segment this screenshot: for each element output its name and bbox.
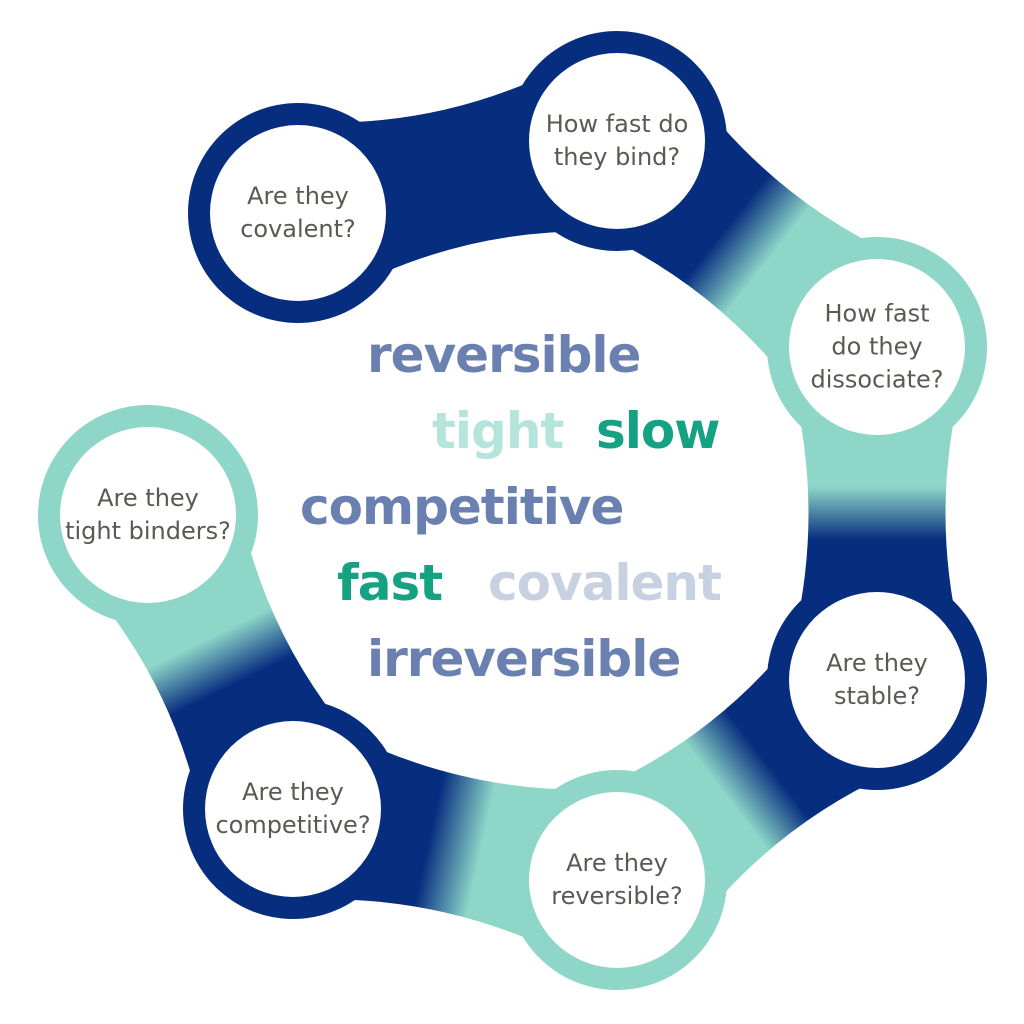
ring-reversible	[507, 770, 727, 990]
node-label-line: Are they	[566, 849, 668, 877]
word-covalent: covalent	[488, 554, 722, 612]
node-label-line: reversible?	[551, 882, 683, 910]
node-label-line: they bind?	[553, 143, 681, 171]
node-label-dissociate: How fast do they dissociate?	[777, 298, 977, 397]
word-tight: tight	[432, 402, 564, 460]
node-label-line: How fast do	[545, 110, 689, 138]
node-label-line: Are they	[242, 778, 344, 806]
node-label-competitive: Are they competitive?	[193, 776, 393, 842]
word-competitive: competitive	[300, 478, 624, 536]
ring-stable	[767, 570, 987, 790]
node-label-line: Are they	[826, 649, 928, 677]
word-fast: fast	[337, 554, 443, 612]
word-reversible: reversible	[367, 326, 641, 384]
node-label-line: dissociate?	[810, 365, 944, 394]
node-label-line: covalent?	[240, 215, 356, 243]
word-irreversible: irreversible	[367, 630, 681, 688]
ring-layer	[38, 31, 987, 990]
node-label-line: tight binders?	[65, 517, 231, 545]
node-label-line: competitive?	[215, 811, 371, 839]
ring-competitive	[183, 699, 403, 919]
ring-dissociate	[767, 237, 987, 457]
ring-covalent	[188, 103, 408, 323]
node-label-line: Are they	[97, 484, 199, 512]
node-label-covalent: Are they covalent?	[198, 180, 398, 246]
node-label-reversible: Are they reversible?	[517, 847, 717, 913]
node-label-line: stable?	[833, 682, 921, 710]
node-label-tight: Are they tight binders?	[48, 482, 248, 548]
node-label-line: do they	[831, 332, 923, 361]
node-label-bind: How fast do they bind?	[517, 108, 717, 174]
node-label-line: How fast	[824, 299, 930, 328]
ring-bind	[507, 31, 727, 251]
word-slow: slow	[596, 402, 720, 460]
node-label-stable: Are they stable?	[777, 647, 977, 713]
ring-tight	[38, 405, 258, 625]
node-label-line: Are they	[247, 182, 349, 210]
